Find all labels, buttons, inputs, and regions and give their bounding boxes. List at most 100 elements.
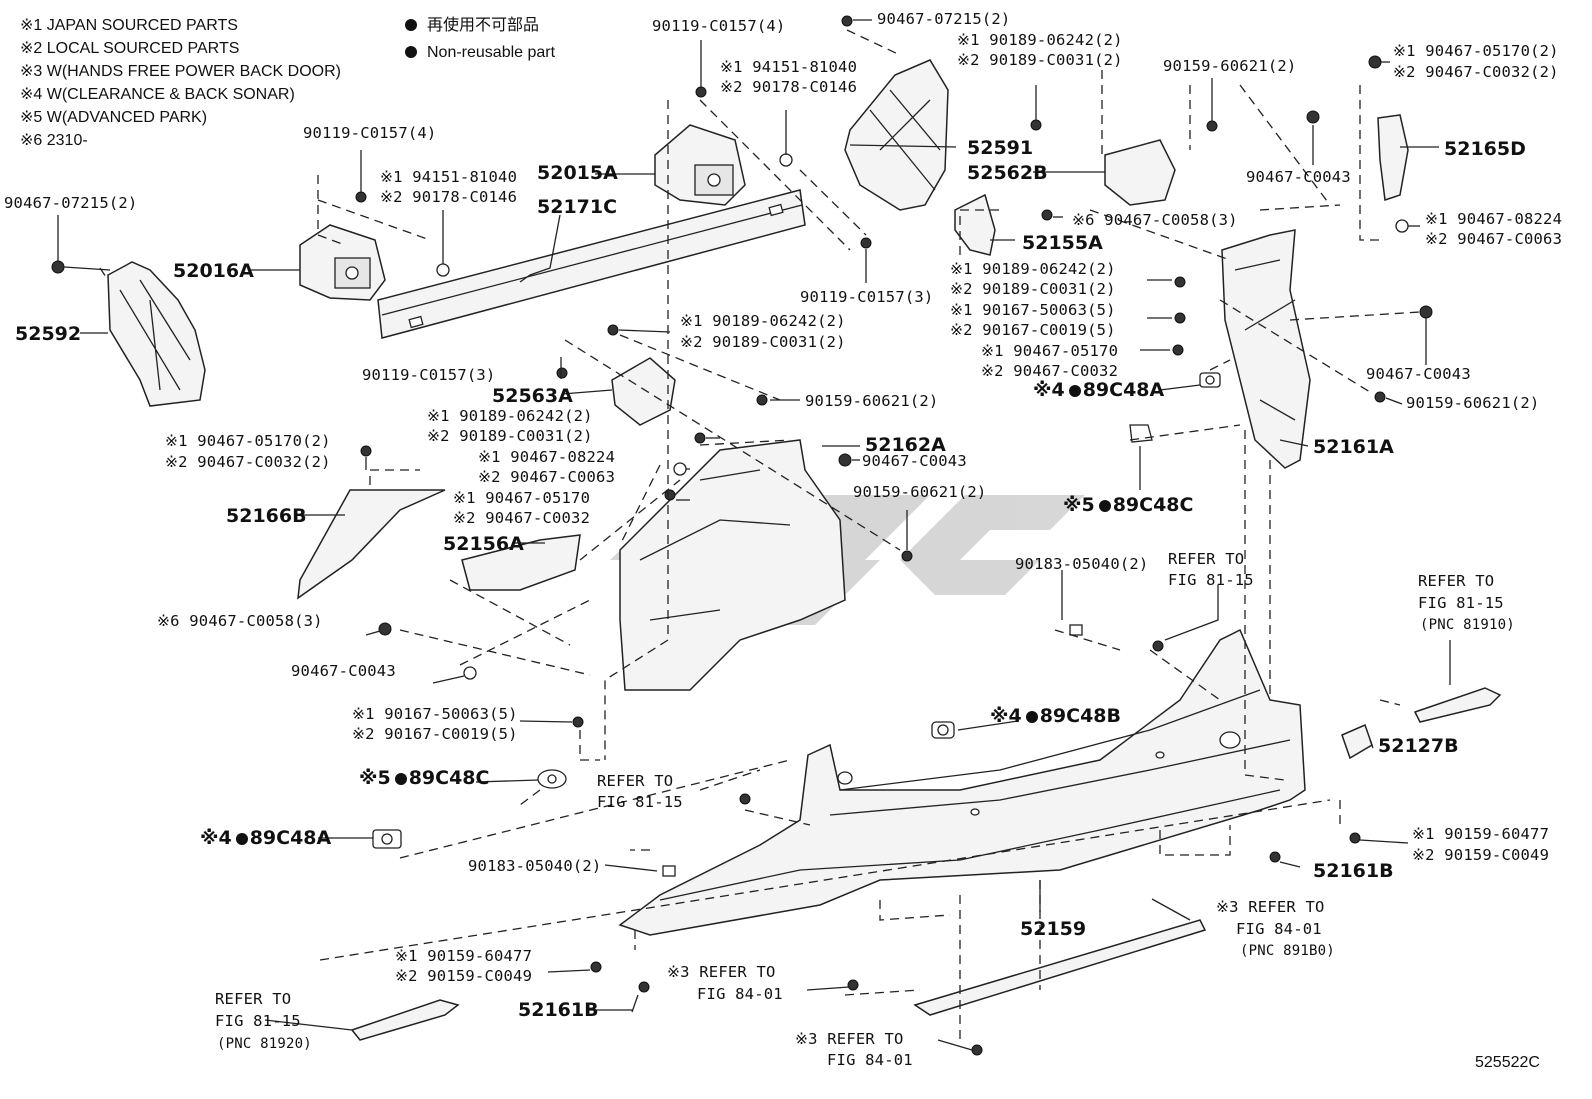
refer-label: FIG 84-01 xyxy=(827,1051,913,1069)
part-label: 90467-C0043 xyxy=(1246,168,1351,186)
part-52162A xyxy=(619,439,846,691)
part-number: 52161A xyxy=(1313,436,1394,458)
note-date: ※6 2310- xyxy=(20,132,88,149)
part-52155A xyxy=(954,193,996,256)
part-number: 52171C xyxy=(537,196,618,218)
note-hands-free-door: ※3 W(HANDS FREE POWER BACK DOOR) xyxy=(20,63,341,80)
fasteners xyxy=(51,15,1433,1056)
refer-label: FIG 84-01 xyxy=(697,985,783,1003)
refer-label: REFER TO xyxy=(215,990,292,1008)
sensor-89C48C-left xyxy=(537,769,567,789)
part-number: 52156A xyxy=(443,533,524,555)
part-label: ※2 90467-C0063 xyxy=(478,468,616,486)
part-label: ※2 90178-C0146 xyxy=(380,188,518,206)
part-label: ※1 90467-05170 xyxy=(453,489,591,507)
part-label: ※1 90467-05170(2) xyxy=(1393,42,1559,60)
part-52016A xyxy=(299,224,386,301)
refer-label: FIG 81-15 xyxy=(597,793,683,811)
part-number: 52591 xyxy=(967,137,1034,159)
part-52591 xyxy=(844,59,949,211)
part-label: 90183-05040(2) xyxy=(1015,555,1149,573)
part-label: 90119-C0157(3) xyxy=(362,366,496,384)
part-number: 52161B xyxy=(518,999,599,1021)
part-52159 xyxy=(618,628,1306,936)
non-reusable-dot-icon xyxy=(394,773,407,785)
refer-label: ※3 REFER TO xyxy=(1216,898,1325,916)
part-label: ※2 90178-C0146 xyxy=(720,78,858,96)
part-label: ※2 90167-C0019(5) xyxy=(950,321,1116,339)
part-label: ※2 90189-C0031(2) xyxy=(950,280,1116,298)
part-label: ※2 90159-C0049 xyxy=(1412,846,1550,864)
refer-label: REFER TO xyxy=(1418,572,1495,590)
part-number: 52016A xyxy=(173,260,254,282)
non-reusable-dot-icon xyxy=(1025,711,1038,723)
part-number: 52127B xyxy=(1378,735,1459,757)
non-reusable-dot-icon xyxy=(1098,500,1111,512)
refer-label: REFER TO xyxy=(1168,550,1245,568)
part-label: 90467-C0043 xyxy=(862,452,967,470)
part-number: 52166B xyxy=(226,505,307,527)
refer-label: (PNC 891B0) xyxy=(1240,943,1335,959)
figure-code: 525522C xyxy=(1475,1054,1540,1071)
part-label: 90467-07215(2) xyxy=(877,10,1011,28)
sensor-89C48A-top xyxy=(1199,372,1221,388)
part-label: ※1 90467-08224 xyxy=(1425,210,1563,228)
part-label: ※1 90189-06242(2) xyxy=(680,312,846,330)
trim-left xyxy=(350,999,460,1041)
part-label: ※2 90189-C0031(2) xyxy=(680,333,846,351)
part-label: ※2 90159-C0049 xyxy=(395,967,533,985)
part-52562B xyxy=(1104,139,1176,206)
refer-label: (PNC 81910) xyxy=(1420,617,1515,633)
refer-label: FIG 81-15 xyxy=(1418,594,1504,612)
note-local-sourced: ※2 LOCAL SOURCED PARTS xyxy=(20,40,240,57)
note-clearance-sonar: ※4 W(CLEARANCE & BACK SONAR) xyxy=(20,86,295,103)
non-reusable-dot-icon xyxy=(235,833,248,845)
part-52592 xyxy=(107,261,206,407)
refer-label: FIG 81-15 xyxy=(215,1012,301,1030)
part-number: 52161B xyxy=(1313,860,1394,882)
part-label: ※2 90467-C0063 xyxy=(1425,230,1563,248)
part-label: 90467-C0043 xyxy=(1366,365,1471,383)
refer-label: FIG 84-01 xyxy=(1236,920,1322,938)
non-reusable-dot-icon xyxy=(405,46,417,58)
part-number: 52155A xyxy=(1022,232,1103,254)
part-label: 90159-60621(2) xyxy=(1406,394,1540,412)
part-label: ※1 90189-06242(2) xyxy=(950,260,1116,278)
part-label: ※1 90159-60477 xyxy=(395,947,533,965)
part-label: 90183-05040(2) xyxy=(468,857,602,875)
part-label: ※1 94151-81040 xyxy=(380,168,518,186)
trim-right xyxy=(1413,687,1502,723)
part-52563A xyxy=(611,357,676,426)
refer-label: ※3 REFER TO xyxy=(795,1030,904,1048)
assembly-lines xyxy=(99,29,1421,1040)
part-label: ※1 90467-08224 xyxy=(478,448,616,466)
part-label: ※2 90467-C0032(2) xyxy=(1393,63,1559,81)
part-number: 52563A xyxy=(492,385,573,407)
legend-non-reusable-jp: 再使用不可部品 xyxy=(405,16,539,36)
part-label: ※1 90467-05170(2) xyxy=(165,432,331,450)
part-label: ※1 90467-05170 xyxy=(981,342,1119,360)
part-label: 90159-60621(2) xyxy=(805,392,939,410)
part-label: 90159-60621(2) xyxy=(1163,57,1297,75)
refer-label: REFER TO xyxy=(597,772,674,790)
part-label: ※1 90189-06242(2) xyxy=(427,407,593,425)
part-label: ※1 90189-06242(2) xyxy=(957,31,1123,49)
part-number: 52162A xyxy=(865,434,946,456)
power-door-rail xyxy=(913,919,1207,1016)
part-label: 90467-C0043 xyxy=(291,662,396,680)
part-label: ※6 90467-C0058(3) xyxy=(157,612,323,630)
part-label: ※1 94151-81040 xyxy=(720,58,858,76)
leader-lines xyxy=(57,19,1451,1051)
part-number: 52562B xyxy=(967,162,1048,184)
part-label: ※1 90159-60477 xyxy=(1412,825,1550,843)
part-52165D xyxy=(1377,114,1409,202)
part-52171C xyxy=(377,189,806,339)
part-number: 52015A xyxy=(537,162,618,184)
note-advanced-park: ※5 W(ADVANCED PARK) xyxy=(20,109,208,126)
part-label: 90159-60621(2) xyxy=(853,483,987,501)
part-label: ※2 90189-C0031(2) xyxy=(957,51,1123,69)
note-japan-sourced: ※1 JAPAN SOURCED PARTS xyxy=(20,17,238,34)
